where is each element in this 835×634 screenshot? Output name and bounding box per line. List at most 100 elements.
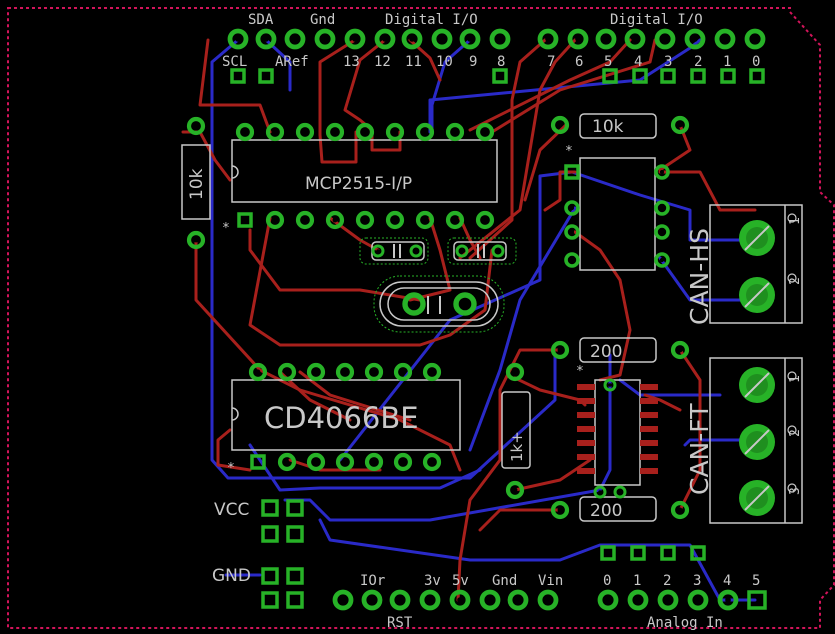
header-bottom-pad: [361, 589, 383, 611]
mcp-pin-pad-hole: [272, 129, 278, 135]
header-bottom-pad-hole: [369, 597, 375, 603]
crystal-pad-hole: [410, 300, 418, 308]
analog-square-pad: [600, 545, 616, 561]
mcp-pin-pad: [355, 210, 375, 230]
transceiver-pin-pad: [654, 200, 670, 216]
cd4066-pin-pad-hole: [429, 369, 435, 375]
resistor-pad: [550, 340, 570, 360]
via-pad-hole: [598, 490, 602, 494]
term-ft-1-label: 1: [788, 375, 803, 383]
can-ft-label: CAN-FT: [685, 403, 714, 495]
header-top-pad-hole: [692, 36, 698, 42]
resistor-pad-hole: [193, 123, 199, 129]
cd4066-pin-pad: [422, 452, 442, 472]
cd4066-pin-pad: [364, 452, 384, 472]
header-top-pad: [567, 28, 589, 50]
header-top-pad: [537, 28, 559, 50]
mcp-pin-pad: [475, 210, 495, 230]
ioref-label: IOr: [360, 573, 385, 589]
cd4066-pin-pad: [393, 362, 413, 382]
header-bottom-pad: [449, 589, 471, 611]
header-top-pad-hole: [322, 36, 328, 42]
resistor-10k-top-label: 10k: [592, 117, 624, 137]
header-top-pad: [714, 28, 736, 50]
capacitor-symbols: [393, 244, 485, 314]
header-bottom-pad-hole: [427, 597, 433, 603]
header-top-pad: [489, 28, 511, 50]
mcp-pin-pad-hole: [302, 217, 308, 223]
resistor-pad-hole: [557, 507, 563, 513]
header-bottom-pad-hole: [457, 597, 463, 603]
cd4066-pin-pad: [277, 452, 297, 472]
header-top-pad-hole: [352, 36, 358, 42]
mcp-pin-pad-hole: [392, 217, 398, 223]
via-pad: [593, 485, 607, 499]
resistor-pad-hole: [677, 122, 683, 128]
crystal-pad-hole: [461, 300, 469, 308]
gnd-left-label: GND: [212, 566, 251, 586]
via-pad: [613, 485, 627, 499]
mcp-pin-pad-hole: [392, 129, 398, 135]
square-pad: [690, 68, 706, 84]
mcp-pin-pad-hole: [362, 129, 368, 135]
digital-io-left-label: Digital I/O: [385, 12, 478, 28]
digital-io-right-label: Digital I/O: [610, 12, 703, 28]
pin1-marker-transceiver: *: [565, 144, 573, 159]
mcp-pin-pad-hole: [302, 129, 308, 135]
mcp-pin-pad-hole: [332, 217, 338, 223]
resistor-1k-label: 1k+: [508, 431, 526, 462]
header-bottom-pad-hole: [515, 597, 521, 603]
pin3-label: 3: [664, 54, 672, 70]
mcp-pin-pad-hole: [422, 217, 428, 223]
mcp-pin-pad-hole: [452, 129, 458, 135]
header-top-pad: [374, 28, 396, 50]
mcp-pin-pad-hole: [272, 217, 278, 223]
cd4066-pin-pad-hole: [255, 369, 261, 375]
jumper-pad: [286, 567, 304, 585]
5v-label: 5v: [452, 573, 469, 589]
header-bottom-pad-hole: [665, 597, 671, 603]
pin9-label: 9: [469, 54, 477, 70]
pin8-label: 8: [497, 54, 505, 70]
header-top-pad-hole: [263, 36, 269, 42]
header-top-pad: [459, 28, 481, 50]
square-pad: [602, 68, 618, 84]
via-pad-hole: [608, 383, 612, 387]
pin1-marker-mcp: *: [222, 221, 230, 236]
mcp-pin-pad-hole: [242, 129, 248, 135]
transceiver-pin-pad: [654, 252, 670, 268]
transceiver-pin1-pad: [564, 164, 580, 180]
pin12-label: 12: [374, 54, 391, 70]
header-top-pad-hole: [632, 36, 638, 42]
transceiver-pin-pad-hole: [569, 229, 575, 235]
header-bottom-pad-hole: [340, 597, 346, 603]
resistor-pad-hole: [677, 507, 683, 513]
square-pad: [749, 68, 765, 84]
pin4-label: 4: [634, 54, 642, 70]
term-hs-1-label: 1: [788, 217, 803, 225]
mcp-pin-pad-hole: [482, 129, 488, 135]
mcp-pin-pad-hole: [332, 129, 338, 135]
header-top-pad: [284, 28, 306, 50]
capacitor-pad: [491, 244, 505, 258]
header-bottom-pad: [687, 589, 709, 611]
header-bottom-pad-hole: [605, 597, 611, 603]
cd4066-pin-pad: [248, 362, 268, 382]
resistor-200-a-label: 200: [590, 342, 622, 362]
resistor-10k-left-label: 10k: [187, 168, 207, 200]
resistor-pad-hole: [557, 122, 563, 128]
mcp-pin-pad: [445, 210, 465, 230]
header-bottom-pad: [627, 589, 649, 611]
transceiver-pin-pad: [564, 200, 580, 216]
cd4066-pin1-pad: [250, 454, 266, 470]
via-pad-hole: [618, 490, 622, 494]
header-bottom-pad-hole: [695, 597, 701, 603]
mcp-pin-pad-hole: [422, 129, 428, 135]
cd4066-pin-pad-hole: [429, 459, 435, 465]
pin0-label: 0: [752, 54, 760, 70]
mcp-pin-pad: [445, 122, 465, 142]
pin10-label: 10: [436, 54, 453, 70]
header-top-pad: [624, 28, 646, 50]
header-top-pad-hole: [575, 36, 581, 42]
transceiver-pin-pad-hole: [659, 205, 665, 211]
